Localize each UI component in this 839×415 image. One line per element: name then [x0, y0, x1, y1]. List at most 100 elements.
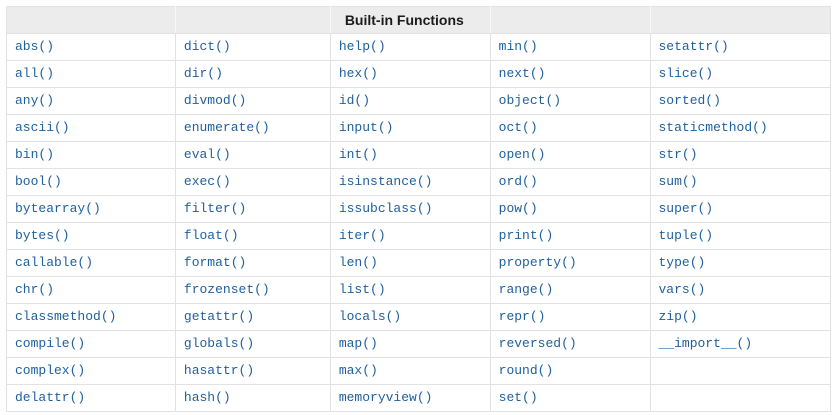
function-link[interactable]: any() [15, 93, 55, 108]
function-cell: isinstance() [329, 168, 491, 196]
function-link[interactable]: super() [658, 201, 714, 216]
function-cell: max() [329, 357, 491, 385]
function-link[interactable]: print() [498, 228, 554, 243]
function-link[interactable]: float() [183, 228, 239, 243]
function-link[interactable]: sum() [658, 174, 698, 189]
function-cell: vars() [649, 276, 831, 304]
function-link[interactable]: hasattr() [183, 363, 255, 378]
function-link[interactable]: memoryview() [338, 390, 433, 405]
function-cell: classmethod() [6, 303, 176, 331]
function-link[interactable]: __import__() [658, 336, 753, 351]
function-link[interactable]: open() [498, 147, 546, 162]
function-link[interactable]: vars() [658, 282, 706, 297]
function-cell: dict() [174, 33, 331, 61]
function-cell: float() [174, 222, 331, 250]
function-cell: repr() [489, 303, 651, 331]
function-link[interactable]: callable() [15, 255, 94, 270]
table-row: complex() hasattr() max() round() [6, 357, 831, 385]
function-link[interactable]: bytearray() [15, 201, 101, 216]
function-link[interactable]: ord() [498, 174, 538, 189]
function-link[interactable]: str() [658, 147, 698, 162]
function-cell: delattr() [6, 384, 176, 412]
function-link[interactable]: hex() [338, 66, 378, 81]
function-link[interactable]: all() [15, 66, 55, 81]
header-cell-empty [174, 6, 331, 34]
empty-cell [649, 384, 831, 412]
function-link[interactable]: bool() [15, 174, 62, 189]
function-cell: tuple() [649, 222, 831, 250]
function-link[interactable]: delattr() [15, 390, 86, 405]
function-link[interactable]: max() [338, 363, 378, 378]
function-cell: all() [6, 60, 176, 88]
function-link[interactable]: repr() [498, 309, 546, 324]
function-link[interactable]: complex() [15, 363, 86, 378]
function-link[interactable]: next() [498, 66, 546, 81]
function-cell: memoryview() [329, 384, 491, 412]
function-cell: object() [489, 87, 651, 115]
function-link[interactable]: iter() [338, 228, 386, 243]
function-link[interactable]: id() [338, 93, 371, 108]
function-link[interactable]: staticmethod() [658, 120, 768, 135]
function-cell: setattr() [649, 33, 831, 61]
function-link[interactable]: chr() [15, 282, 55, 297]
function-cell: compile() [6, 330, 176, 358]
function-link[interactable]: bin() [15, 147, 55, 162]
function-link[interactable]: input() [338, 120, 394, 135]
function-link[interactable]: min() [498, 39, 538, 54]
table-row: chr() frozenset() list() range() vars() [6, 276, 831, 304]
function-link[interactable]: dir() [183, 66, 223, 81]
function-link[interactable]: exec() [183, 174, 231, 189]
function-cell: round() [489, 357, 651, 385]
function-cell: issubclass() [329, 195, 491, 223]
function-link[interactable]: locals() [338, 309, 402, 324]
function-link[interactable]: sorted() [658, 93, 721, 108]
function-link[interactable]: isinstance() [338, 174, 433, 189]
function-cell: bin() [6, 141, 176, 169]
function-link[interactable]: round() [498, 363, 554, 378]
function-link[interactable]: help() [338, 39, 386, 54]
table-row: bool() exec() isinstance() ord() sum() [6, 168, 831, 196]
function-link[interactable]: len() [338, 255, 378, 270]
function-link[interactable]: set() [498, 390, 538, 405]
function-link[interactable]: setattr() [658, 39, 729, 54]
function-link[interactable]: filter() [183, 201, 247, 216]
function-link[interactable]: hash() [183, 390, 231, 405]
function-link[interactable]: enumerate() [183, 120, 270, 135]
function-link[interactable]: pow() [498, 201, 538, 216]
function-link[interactable]: property() [498, 255, 577, 270]
function-cell: dir() [174, 60, 331, 88]
function-link[interactable]: list() [338, 282, 386, 297]
function-link[interactable]: reversed() [498, 336, 577, 351]
function-link[interactable]: classmethod() [15, 309, 117, 324]
function-link[interactable]: getattr() [183, 309, 255, 324]
function-cell: complex() [6, 357, 176, 385]
function-link[interactable]: object() [498, 93, 562, 108]
function-link[interactable]: format() [183, 255, 247, 270]
function-cell: help() [329, 33, 491, 61]
function-cell: callable() [6, 249, 176, 277]
function-cell: globals() [174, 330, 331, 358]
function-cell: exec() [174, 168, 331, 196]
function-link[interactable]: slice() [658, 66, 714, 81]
function-link[interactable]: oct() [498, 120, 538, 135]
function-link[interactable]: int() [338, 147, 378, 162]
function-link[interactable]: tuple() [658, 228, 714, 243]
function-link[interactable]: divmod() [183, 93, 247, 108]
function-cell: next() [489, 60, 651, 88]
function-link[interactable]: abs() [15, 39, 55, 54]
function-link[interactable]: eval() [183, 147, 231, 162]
function-link[interactable]: dict() [183, 39, 231, 54]
function-link[interactable]: bytes() [15, 228, 70, 243]
function-link[interactable]: range() [498, 282, 554, 297]
function-link[interactable]: zip() [658, 309, 698, 324]
function-link[interactable]: globals() [183, 336, 255, 351]
function-link[interactable]: issubclass() [338, 201, 433, 216]
function-link[interactable]: frozenset() [183, 282, 270, 297]
function-link[interactable]: type() [658, 255, 706, 270]
function-link[interactable]: map() [338, 336, 378, 351]
function-link[interactable]: compile() [15, 336, 86, 351]
function-cell: __import__() [649, 330, 831, 358]
function-cell: list() [329, 276, 491, 304]
function-cell: chr() [6, 276, 176, 304]
function-link[interactable]: ascii() [15, 120, 70, 135]
